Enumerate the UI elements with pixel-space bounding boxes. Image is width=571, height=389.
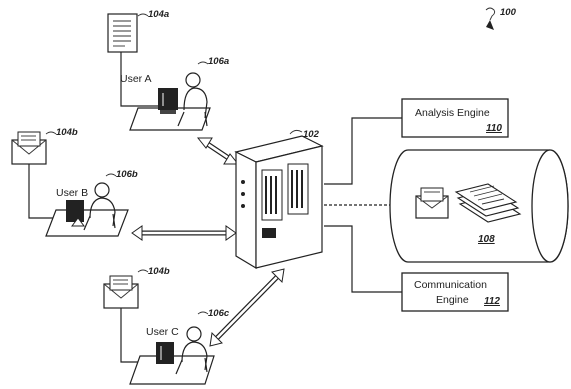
leader-102 xyxy=(289,129,303,135)
ref-106a: 106a xyxy=(208,56,229,67)
double-arrow-user-c-server xyxy=(209,268,285,347)
leader-106a xyxy=(197,61,209,65)
user-a-workstation-icon xyxy=(129,72,211,131)
envelope-icon xyxy=(11,131,47,165)
double-arrow-user-a-server xyxy=(196,137,240,165)
ref-110: 110 xyxy=(486,123,502,134)
communication-engine-label-line2: Engine xyxy=(436,294,469,306)
analysis-engine-box xyxy=(401,98,509,138)
document-stack-icon xyxy=(454,183,522,223)
leader-104b-bottom xyxy=(137,269,149,273)
user-b-workstation-icon xyxy=(45,182,129,237)
leader-104a xyxy=(137,13,149,17)
ref-106c: 106c xyxy=(208,308,230,319)
ref-104a: 104a xyxy=(148,9,169,20)
user-c-workstation-icon xyxy=(129,326,215,385)
figure-ref-100: 100 xyxy=(485,7,517,30)
user-c-label: User C xyxy=(146,326,179,338)
connector-104a xyxy=(120,52,160,107)
connector-analysis-engine xyxy=(324,117,402,185)
svg-text:100: 100 xyxy=(500,7,517,18)
ref-108: 108 xyxy=(478,234,495,245)
user-b-label: User B xyxy=(56,187,88,199)
communication-engine-label-line1: Communication xyxy=(414,279,487,291)
envelope-icon xyxy=(103,275,139,309)
leader-106c xyxy=(197,311,209,315)
ref-112: 112 xyxy=(484,296,500,307)
leader-104b-top xyxy=(45,131,57,135)
double-arrow-user-b-server xyxy=(131,225,237,241)
document-icon xyxy=(107,13,138,53)
envelope-icon xyxy=(415,187,449,219)
leader-106b xyxy=(105,173,117,177)
server-icon xyxy=(234,135,324,270)
analysis-engine-label: Analysis Engine xyxy=(415,107,490,119)
connector-communication-engine xyxy=(324,225,402,293)
user-a-label: User A xyxy=(120,73,152,85)
ref-106b: 106b xyxy=(116,169,138,180)
ref-104b-bottom: 104b xyxy=(148,266,170,277)
ref-104b-top: 104b xyxy=(56,127,78,138)
communication-engine-box xyxy=(401,272,509,312)
ref-102: 102 xyxy=(303,129,320,140)
